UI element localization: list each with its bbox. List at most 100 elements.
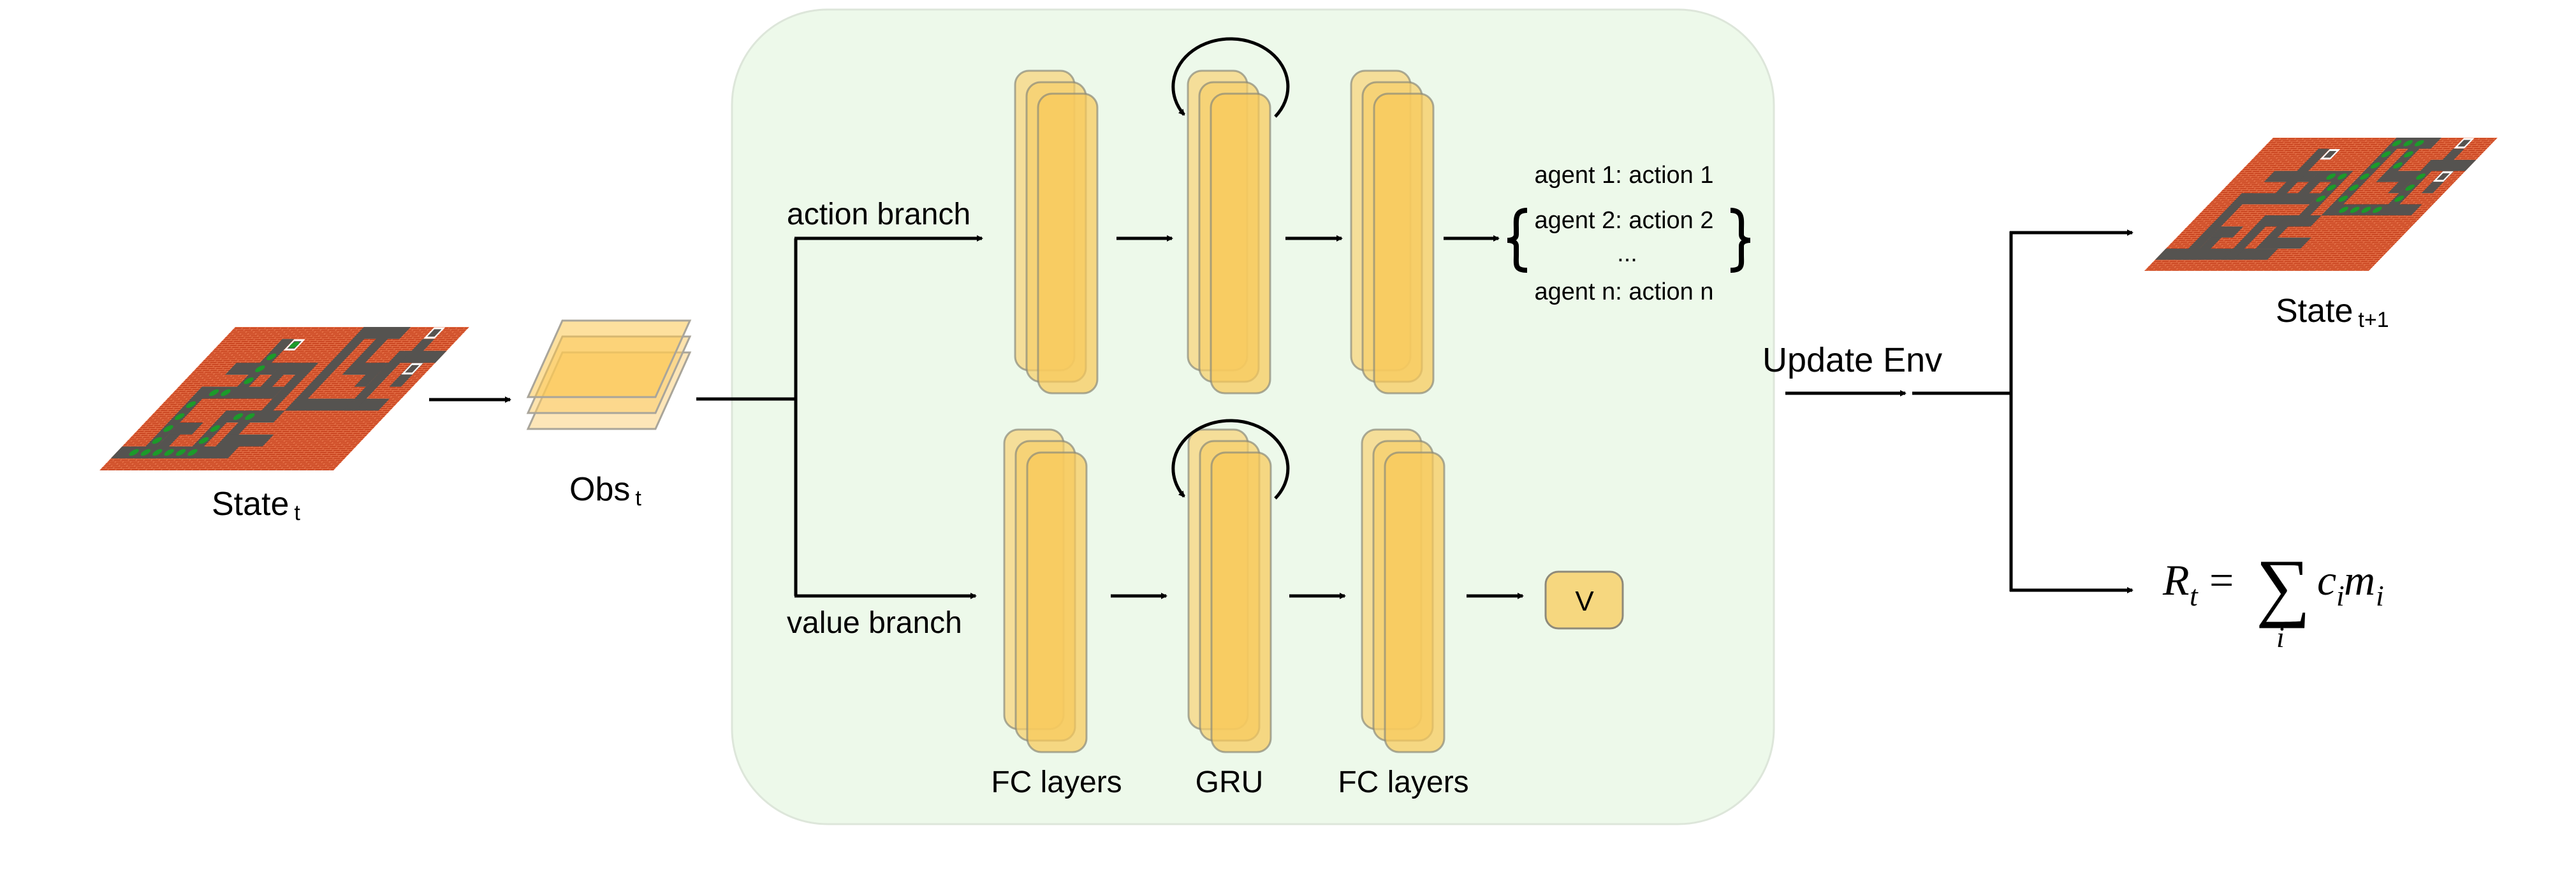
action-item-ellipsis: ... (1617, 240, 1637, 267)
agent-trail-dot (186, 401, 196, 409)
maze-corridor (110, 446, 239, 459)
value-output-box (1544, 570, 1624, 630)
agent-trail-dot (2381, 151, 2391, 158)
action-item-1: agent 1: action 1 (1535, 162, 1714, 189)
goal-marker (401, 363, 423, 375)
state-t-subscript: t (294, 501, 300, 525)
agent-trail-dot (2360, 173, 2369, 180)
maze-corridor (2387, 171, 2421, 194)
action-item-2: agent 2: action 2 (1535, 207, 1714, 234)
agent-trail-dot (187, 449, 198, 456)
layer-sheet (1373, 92, 1435, 395)
network-panel (731, 8, 1775, 825)
maze-corridor (2155, 249, 2278, 260)
agent-trail-dot (2416, 173, 2426, 180)
maze-corridor (168, 423, 203, 435)
agent-trail-dot (2326, 173, 2336, 180)
state-t1-maze-image (2144, 138, 2498, 271)
maze-corridor (2222, 215, 2277, 260)
goal-marker (2319, 149, 2341, 160)
action-item-n: agent n: action n (1535, 279, 1714, 305)
action-branch-label: action branch (787, 198, 970, 231)
maze-corridor (284, 327, 376, 411)
layer-sheet (1210, 451, 1272, 753)
value-fc-out-stack (1361, 428, 1445, 753)
maze-corridor (2431, 149, 2464, 171)
layer-sheet (1210, 92, 1271, 395)
obs-t-text: Obs (569, 471, 630, 508)
agent-trail-dot (2349, 184, 2359, 191)
agent-trail-dot (233, 413, 244, 420)
agent-trail-dot (209, 389, 219, 396)
agent-trail-dot (152, 449, 163, 456)
right-brace-icon (1730, 208, 1751, 273)
agent-trail-dot (2361, 207, 2371, 214)
left-brace-icon (1507, 208, 1528, 273)
gru-loop-action-icon (1171, 37, 1290, 118)
agent-trail-dot (175, 413, 185, 420)
value-branch-label: value branch (787, 606, 962, 640)
maze-corridor (250, 363, 319, 423)
agent-trail-dot (2350, 207, 2360, 214)
layer-sheet (1026, 451, 1088, 753)
agent-trail-dot (2403, 140, 2413, 147)
agent-trail-dot (210, 425, 221, 432)
update-env-label: Update Env (1762, 341, 1942, 379)
maze-corridor (354, 363, 389, 387)
agent-trail-dot (2392, 140, 2402, 147)
agent-trail-dot (2316, 195, 2325, 202)
maze-board (2144, 138, 2498, 271)
value-gru-stack (1187, 428, 1272, 753)
metric-subscript: i (2376, 579, 2384, 612)
maze-corridor (2287, 171, 2331, 205)
agent-trail-dot (2393, 162, 2403, 169)
state-t-text: State (212, 486, 289, 523)
maze-corridor (2255, 237, 2311, 249)
reward-symbol: R (2162, 556, 2190, 604)
fc-in-label: FC layers (991, 765, 1122, 799)
agent-trail-dot (2404, 151, 2413, 158)
metric-symbol: m (2344, 556, 2375, 604)
maze-corridor (2210, 226, 2244, 238)
goal-marker (2454, 138, 2475, 149)
agent-trail-dot (164, 449, 174, 456)
reward-subscript: t (2190, 579, 2199, 612)
agent-trail-dot (2414, 140, 2424, 147)
agent-trail-dot (2337, 173, 2347, 180)
agent-trail-dot (244, 377, 254, 384)
maze-corridor (249, 363, 295, 399)
layer-stacks (1003, 69, 1445, 753)
layer-sheet (1384, 451, 1445, 753)
fc-out-label: FC layers (1338, 765, 1468, 799)
agent-trail-dot (2338, 195, 2348, 202)
action-fc-out-stack (1350, 69, 1435, 395)
agent-trail-dot (2405, 184, 2415, 191)
maze-corridor (2177, 193, 2253, 260)
action-gru-stack (1187, 69, 1271, 395)
agent-trail-dot (198, 437, 209, 444)
maze-corridor (216, 434, 274, 447)
sum-index: i (2276, 621, 2285, 653)
state-t1-subscript: t+1 (2358, 308, 2389, 332)
maze-corridor (343, 351, 412, 411)
state-t1-text: State (2276, 293, 2353, 330)
obs-stack-icon (526, 319, 692, 430)
agent-trail-dot (266, 353, 277, 361)
agent-trail-dot (245, 413, 255, 420)
layer-sheet (1037, 92, 1099, 395)
agent-trail-dot (129, 449, 139, 456)
goal-marker (2433, 171, 2454, 182)
agent-trail-dot (175, 449, 186, 456)
value-output-label: V (1575, 586, 1594, 617)
maze-corridor (2264, 149, 2330, 205)
agent-trail-dot (163, 425, 173, 432)
maze-corridor (2321, 204, 2422, 215)
agent-trail-dot (289, 341, 300, 349)
agent-trail-dot (221, 389, 231, 396)
agent-trail-dot (255, 365, 265, 372)
goal-marker (423, 327, 446, 339)
agent-trail-dot (2394, 195, 2404, 202)
